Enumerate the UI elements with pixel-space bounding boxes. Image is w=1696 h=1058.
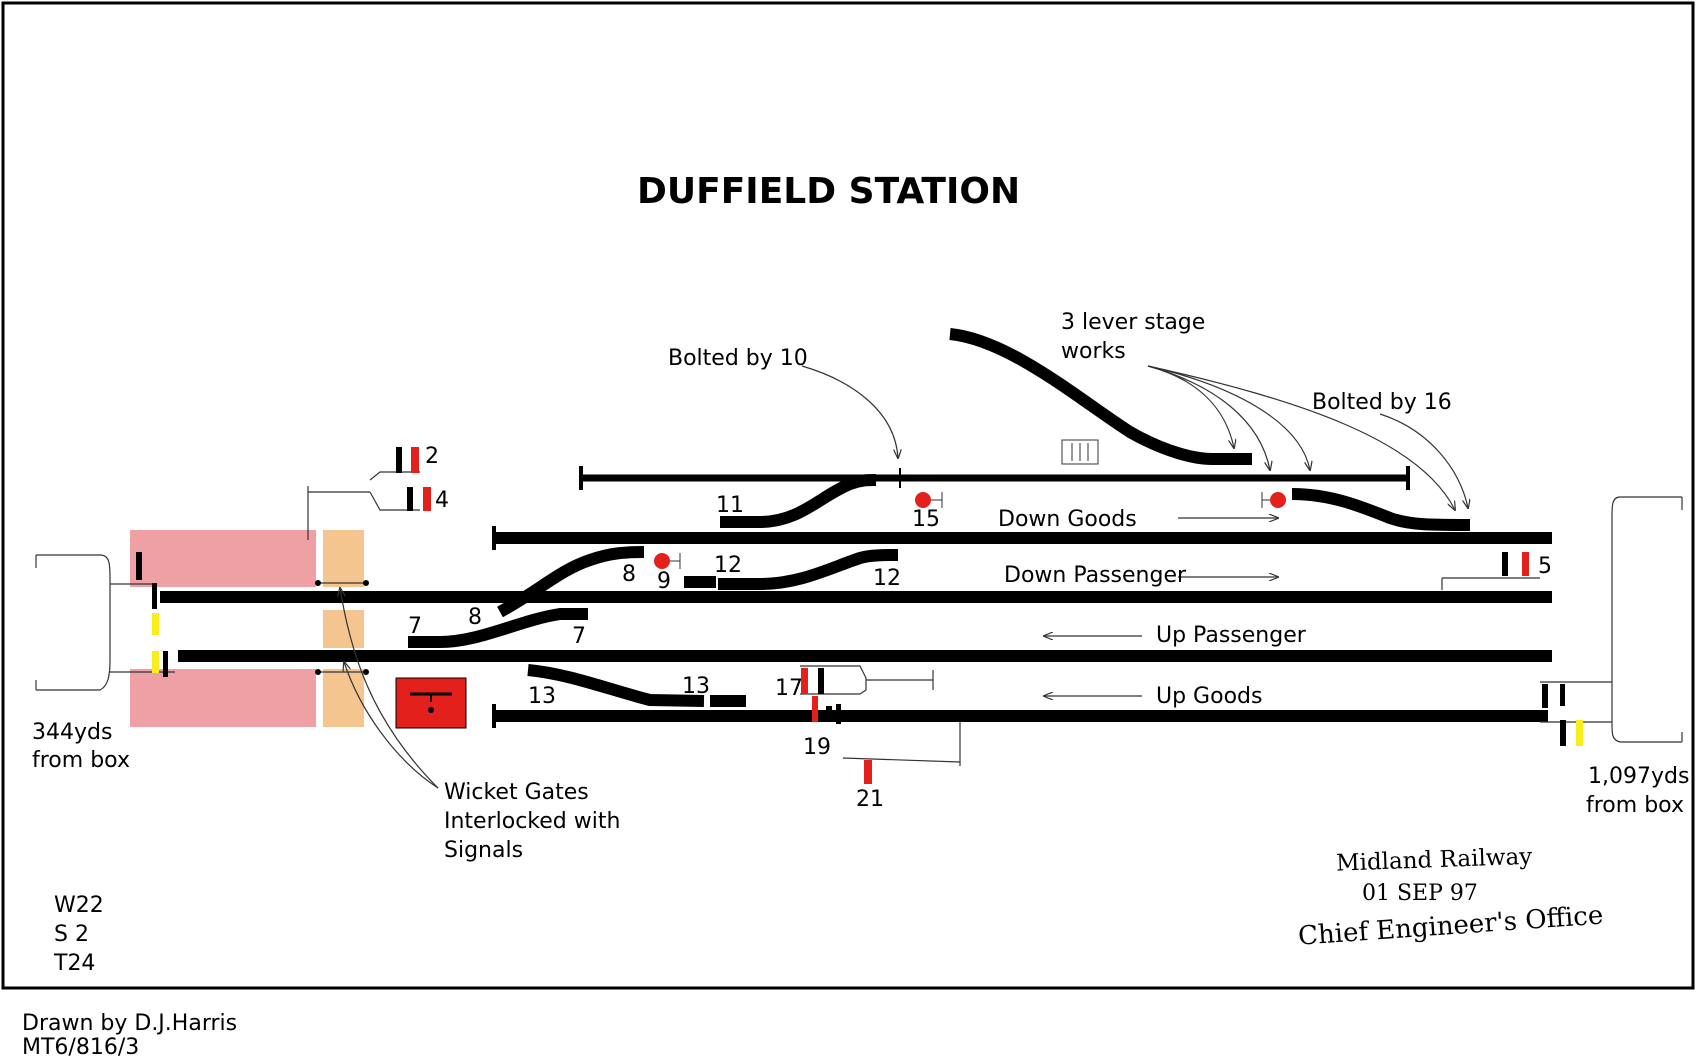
signal-5-arm[interactable]: [1522, 552, 1529, 576]
lever-17: 17: [775, 676, 803, 701]
note-wicket-2: Interlocked with: [444, 809, 620, 834]
crossing-lower: [323, 669, 364, 727]
stamp-line-1: Midland Railway: [1336, 844, 1533, 877]
signal-4-arm[interactable]: [423, 487, 431, 511]
left-distance-1: 344yds: [32, 720, 112, 745]
lever-8-left: 8: [468, 605, 482, 630]
crossing-middle: [323, 610, 364, 648]
reference: MT6/816/3: [22, 1035, 139, 1058]
lever-19: 19: [803, 735, 831, 760]
siding-16: [1291, 488, 1471, 531]
signal-down-platform-post: [152, 583, 157, 609]
signal-4-post: [407, 487, 413, 511]
crossover-7: [408, 608, 588, 648]
note-bolted-10: Bolted by 10: [668, 346, 808, 371]
signal-2-post: [396, 447, 402, 473]
lever-9: 9: [657, 569, 671, 594]
label-down-passenger: Down Passenger: [1004, 563, 1187, 588]
lever-2: 2: [425, 444, 439, 469]
crossover-8: [497, 546, 645, 618]
disc-signal-16: [1270, 492, 1286, 508]
label-down-goods: Down Goods: [998, 507, 1137, 532]
signal-5-post: [1502, 552, 1508, 576]
right-distant-bracket: [1611, 496, 1682, 743]
disc-signal-15: [915, 492, 931, 508]
signal-up-goods-home-post: [1542, 684, 1548, 708]
signal-19-post: [826, 706, 832, 722]
signal-19-arm[interactable]: [812, 696, 818, 722]
note-wicket-1: Wicket Gates: [444, 780, 589, 805]
drawn-by: Drawn by D.J.Harris: [22, 1011, 237, 1036]
lever-8-right: 8: [622, 562, 636, 587]
stage-works-siding: [949, 328, 1252, 465]
lever-13-left: 13: [528, 684, 556, 709]
left-distance-2: from box: [32, 748, 130, 773]
code-s: S 2: [54, 922, 89, 947]
signal-up-distant-yellow[interactable]: [1576, 720, 1583, 746]
lever-15: 15: [912, 507, 940, 532]
stamp-line-2: 01 SEP 97: [1362, 881, 1478, 906]
signal-up-distant-black: [1560, 720, 1566, 746]
disc-signal-9: [654, 553, 670, 569]
signal-up-platform-post: [163, 651, 168, 677]
label-up-passenger: Up Passenger: [1156, 623, 1307, 648]
down-platform: [130, 530, 316, 587]
lever-13-right: 13: [682, 674, 710, 699]
right-distance-1: 1,097yds: [1588, 764, 1689, 789]
lever-11: 11: [716, 493, 744, 518]
signal-box: [395, 677, 467, 729]
diagram-title: DUFFIELD STATION: [637, 171, 1020, 212]
code-t: T24: [53, 951, 95, 976]
lever-12-left: 12: [714, 553, 742, 578]
crossover-12: [718, 549, 899, 590]
crossing-upper: [323, 530, 364, 587]
diagram-frame: [1, 1, 1695, 990]
lever-12-right: 12: [873, 566, 901, 591]
crossover-11: [720, 474, 877, 528]
signal-yellow-upper[interactable]: [152, 613, 159, 635]
crossover-13: [527, 664, 705, 707]
right-distance-2: from box: [1586, 793, 1684, 818]
signal-17-arm[interactable]: [801, 668, 808, 694]
lever-4: 4: [435, 488, 449, 513]
code-w: W22: [54, 893, 104, 918]
signal-yellow-lower[interactable]: [152, 651, 159, 673]
lever-21: 21: [856, 787, 884, 812]
up-platform: [130, 669, 316, 727]
note-stage-works-1: 3 lever stage: [1061, 310, 1205, 335]
signal-2-arm[interactable]: [411, 447, 419, 473]
note-wicket-3: Signals: [444, 838, 523, 863]
stamp-line-3: Chief Engineer's Office: [1297, 901, 1604, 952]
note-stage-works-2: works: [1061, 339, 1126, 364]
label-up-goods: Up Goods: [1156, 684, 1262, 709]
signal-1-post: [136, 552, 142, 580]
note-bolted-16: Bolted by 16: [1312, 390, 1452, 415]
signal-17-post: [818, 668, 824, 694]
left-distant-bracket: [36, 554, 111, 691]
lever-5: 5: [1538, 554, 1552, 579]
lever-7-right: 7: [572, 624, 586, 649]
lever-7-left: 7: [408, 614, 422, 639]
signal-21-arm[interactable]: [864, 760, 872, 784]
